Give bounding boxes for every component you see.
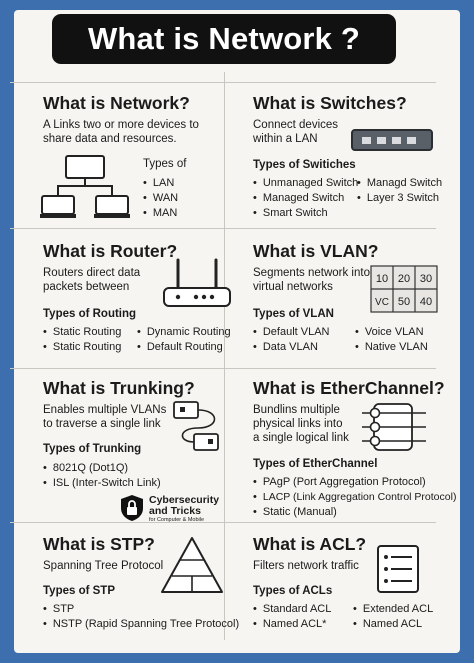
trunking-desc-line2: to traverse a single link	[43, 418, 161, 430]
acl-type-item: Named ACL*	[253, 618, 327, 630]
router-types-label: Types of Routing	[43, 308, 137, 320]
vlan-grid-cell: 40	[420, 296, 432, 308]
logo-text-line1: Cybersecurity	[149, 494, 220, 506]
pyramid-icon	[161, 537, 223, 593]
vlan-heading: What is VLAN?	[253, 241, 379, 261]
switch-type-item: Managed Switch	[253, 192, 344, 204]
etherchannel-types-label: Types of EtherChannel	[253, 458, 378, 470]
etherchannel-type-item: Static (Manual)	[253, 506, 337, 518]
switches-types-label: Types of Switiches	[253, 159, 356, 171]
router-type-item: Static Routing	[43, 341, 121, 353]
divider	[10, 368, 436, 369]
network-type-item: MAN	[143, 207, 177, 219]
stp-desc-line1: Spanning Tree Protocol	[43, 560, 164, 572]
etherchannel-heading: What is EtherChannel?	[253, 378, 445, 398]
stp-heading: What is STP?	[43, 534, 155, 554]
switches-desc-line1: Connect devices	[253, 119, 339, 131]
vlan-grid-cell: 20	[398, 273, 410, 285]
divider	[10, 228, 436, 229]
etherchannel-bundle-icon	[362, 403, 426, 451]
page-title: What is Network ?	[52, 14, 396, 64]
vlan-grid-cell: 10	[376, 273, 388, 285]
acl-types-label: Types of ACLs	[253, 585, 333, 597]
vlan-desc-line1: Segments network into	[253, 267, 370, 279]
vlan-grid-cell: 30	[420, 273, 432, 285]
vlan-type-item: Native VLAN	[355, 341, 428, 353]
router-type-item: Default Routing	[137, 341, 223, 353]
network-type-item: WAN	[143, 192, 178, 204]
stp-types-label: Types of STP	[43, 585, 115, 597]
network-computers-icon	[40, 155, 130, 218]
vlan-grid-cell: 50	[398, 296, 410, 308]
vlan-grid-cell: VC	[375, 297, 389, 308]
logo-text-line3: for Computer & Mobile	[149, 517, 205, 523]
trunking-desc-line1: Enables multiple VLANs	[43, 404, 167, 416]
router-heading: What is Router?	[43, 241, 178, 261]
acl-list-icon	[377, 545, 419, 593]
divider	[224, 72, 225, 640]
trunking-type-item: 8021Q (Dot1Q)	[43, 462, 128, 474]
stp-type-item: NSTP (Rapid Spanning Tree Protocol)	[43, 618, 239, 630]
router-desc-line1: Routers direct data	[43, 267, 141, 279]
switch-type-item: Unmanaged Switch	[253, 177, 358, 189]
trunking-type-item: ISL (Inter-Switch Link)	[43, 477, 161, 489]
acl-type-item: Named ACL	[353, 618, 422, 630]
router-desc-line2: packets between	[43, 281, 130, 293]
network-heading: What is Network?	[43, 93, 190, 113]
trunking-types-label: Types of Trunking	[43, 443, 142, 455]
stp-type-item: STP	[43, 603, 74, 615]
trunk-link-icon	[173, 401, 219, 451]
network-desc-line1: A Links two or more devices to	[43, 119, 199, 131]
network-desc-line2: share data and resources.	[43, 133, 177, 145]
etherchannel-desc-line2: physical links into	[253, 418, 343, 430]
acl-type-item: Standard ACL	[253, 603, 332, 615]
logo-text-line2: and Tricks	[149, 505, 201, 517]
switch-type-item: Smart Switch	[253, 207, 328, 219]
switch-icon	[351, 129, 433, 151]
router-type-item: Dynamic Routing	[137, 326, 231, 338]
router-type-item: Static Routing	[43, 326, 121, 338]
switches-desc-line2: within a LAN	[253, 133, 318, 145]
vlan-type-item: Data VLAN	[253, 341, 318, 353]
trunking-heading: What is Trunking?	[43, 378, 195, 398]
switch-type-item: Managd Switch	[357, 177, 442, 189]
switches-heading: What is Switches?	[253, 93, 407, 113]
etherchannel-type-item: PAgP (Port Aggregation Protocol)	[253, 476, 426, 488]
switch-type-item: Layer 3 Switch	[357, 192, 439, 204]
vlan-type-item: Voice VLAN	[355, 326, 424, 338]
vlan-types-label: Types of VLAN	[253, 308, 334, 320]
network-types-label: Types of	[143, 158, 187, 170]
divider	[10, 82, 436, 83]
acl-heading: What is ACL?	[253, 534, 367, 554]
vlan-desc-line2: virtual networks	[253, 281, 333, 293]
divider	[10, 522, 436, 523]
vlan-type-item: Default VLAN	[253, 326, 330, 338]
lock-shield-icon	[121, 495, 143, 521]
etherchannel-desc-line3: a single logical link	[253, 432, 349, 444]
etherchannel-desc-line1: Bundlins multiple	[253, 404, 340, 416]
vlan-grid-icon: 10 20 30 VC 50 40	[370, 265, 438, 313]
etherchannel-type-item: LACP (Link Aggregation Control Protocol)	[253, 491, 457, 503]
acl-type-item: Extended ACL	[353, 603, 433, 615]
router-icon	[163, 258, 231, 307]
acl-desc-line1: Filters network traffic	[253, 560, 359, 572]
network-type-item: LAN	[143, 177, 174, 189]
